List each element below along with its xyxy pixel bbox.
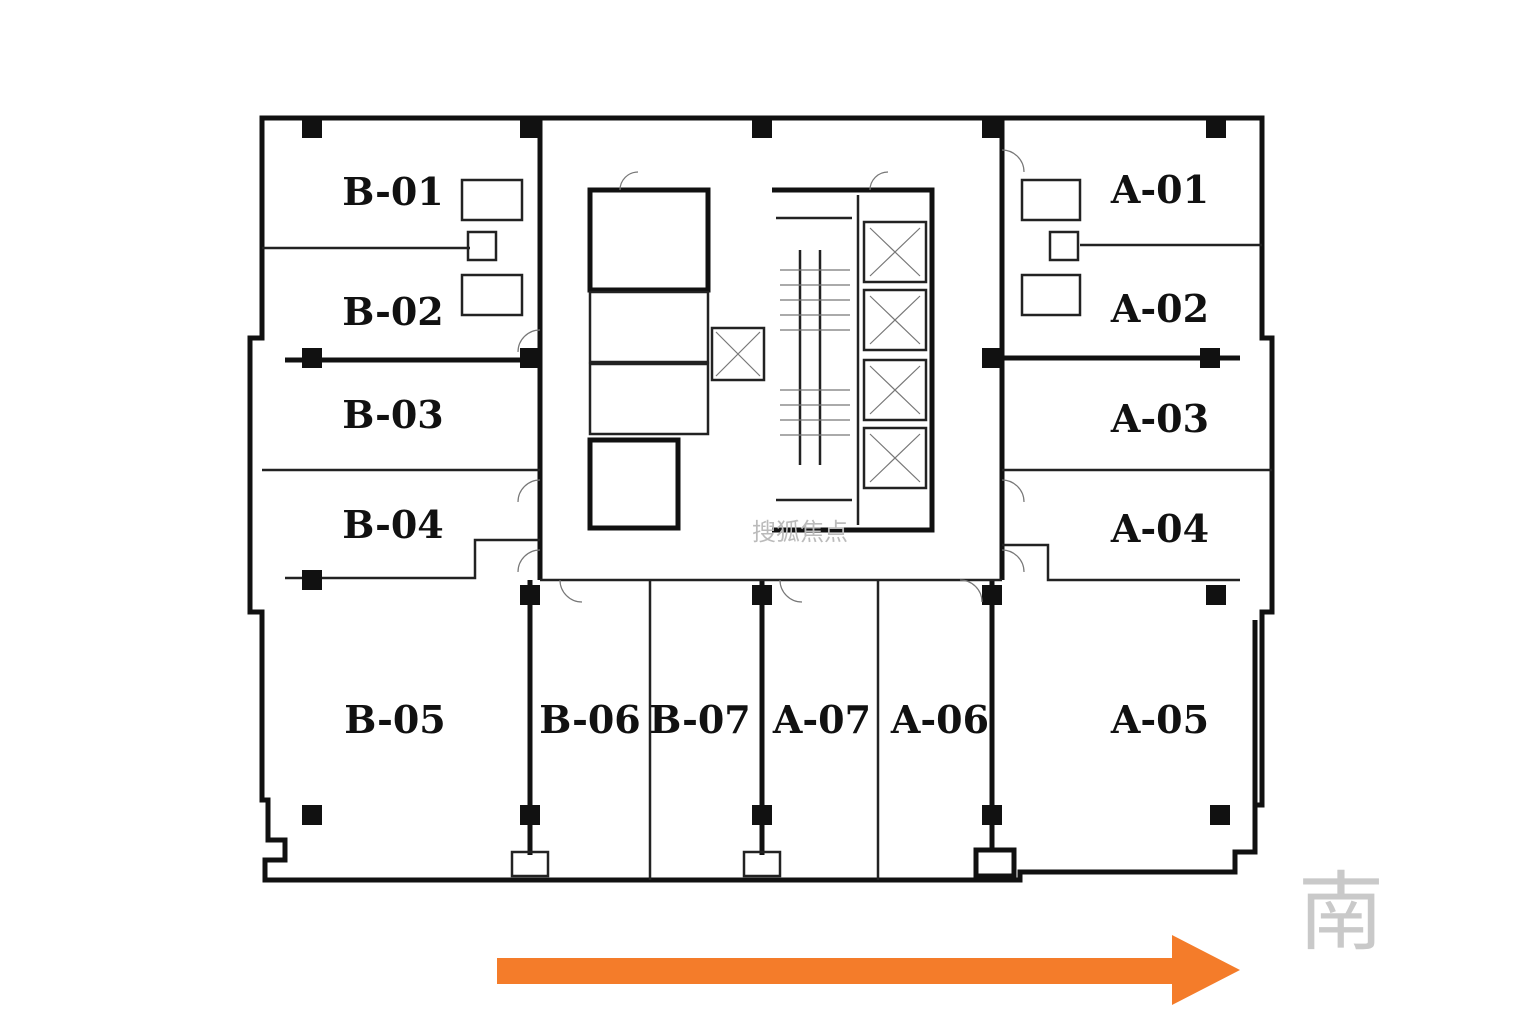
room-label-b06: B-06 [539,697,640,742]
room-label-a04: A-04 [1110,506,1209,551]
room-label-a07: A-07 [772,697,871,742]
room-label-a06: A-06 [890,697,989,742]
room-label-b02: B-02 [342,289,443,334]
watermark: 搜狐焦点 [752,518,848,546]
room-label-b05: B-05 [344,697,445,742]
room-label-b04: B-04 [342,502,443,547]
room-label-a01: A-01 [1110,167,1209,212]
room-label-b07: B-07 [649,697,750,742]
compass-label-south: 南 [1298,863,1384,963]
room-label-a03: A-03 [1110,396,1209,441]
room-label-a05: A-05 [1110,697,1209,742]
core [587,187,935,533]
structural-columns [302,118,1230,825]
room-label-b03: B-03 [342,392,443,437]
door-swings [517,149,1025,603]
room-label-a02: A-02 [1110,286,1209,331]
room-label-b01: B-01 [342,169,443,214]
room-labels: B-01 B-02 B-03 B-04 B-05 B-06 B-07 A-07 … [342,167,1209,742]
direction-arrow [497,935,1240,1005]
outer-walls [247,115,1275,883]
